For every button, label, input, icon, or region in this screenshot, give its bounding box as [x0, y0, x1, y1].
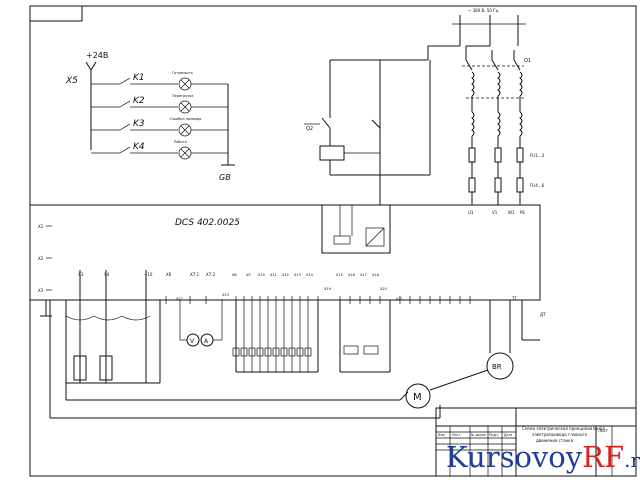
terminal-label: X10 [258, 273, 265, 277]
terminal-label: X7:1 [190, 272, 200, 277]
terminal-label: X7:2 [206, 272, 216, 277]
output-terminal: PE [520, 210, 525, 215]
terminal-label: X13 [294, 273, 301, 277]
relay-rung-3: K3 Ошибка привода [91, 117, 228, 137]
title-line: Схема электрическая принципиальная [522, 426, 605, 431]
relay-rung-4: K4 Работа [91, 140, 228, 160]
relay-rung-1: K1 Готовность [91, 71, 228, 91]
terminal-stubs [79, 296, 471, 372]
relay-coil [248, 347, 256, 357]
title-cell: Дата [504, 433, 512, 437]
relay-coil [288, 347, 296, 357]
relay-label: K1 [133, 73, 145, 83]
relay-coil [240, 347, 248, 357]
relay-coil [296, 347, 304, 357]
terminal-label: X14 [306, 273, 314, 277]
title-cell: Лист [452, 433, 460, 437]
relay-label: K4 [133, 142, 145, 152]
drive-input: X2 [38, 256, 44, 261]
lamp-label: Перегрузка [172, 94, 193, 98]
supply-label: ~ 380 В, 50 Гц [468, 8, 499, 13]
title-cell: Подп. [489, 433, 499, 437]
relay-rung-2: K2 Перегрузка [91, 94, 228, 114]
terminal-label: X23 [222, 293, 229, 297]
watermark-logo: KursovoyRF.ru [446, 440, 640, 474]
breaker-label: Q1 [524, 58, 531, 64]
drive-unit: DCS 402.0025 X1 X2 X3 X3 X4 +10 X6 X7:1 … [29, 204, 546, 317]
terminal-label: X16 [348, 273, 355, 277]
terminal-label: X3 [78, 272, 84, 277]
drive-model: DCS 402.0025 [175, 218, 240, 228]
voltage-label: +24В [86, 51, 108, 60]
connector-label: X5 [65, 76, 78, 86]
power-supply: ~ 380 В, 50 Гц Q1 [304, 8, 545, 205]
lamp-label: Ошибка привода [170, 117, 201, 121]
ground-label: GB [219, 173, 231, 182]
breaker-label: Q2 [306, 126, 313, 132]
terminal-label: X12 [282, 273, 289, 277]
lamp-circuit: X5 +24В K1 Готовность K2 Перегрузка [65, 51, 235, 182]
title-line: электропривода главного [532, 432, 588, 437]
terminal-label: X18 [372, 273, 379, 277]
output-terminal: U1 [468, 210, 474, 215]
terminal-label: X17 [360, 273, 367, 277]
terminal-label: X20 [380, 287, 387, 291]
terminal-label: X19 [324, 287, 331, 291]
watermark-part: Kursovoy [446, 440, 583, 474]
relay-coil [272, 347, 280, 357]
terminal-label: X6 [166, 272, 172, 277]
watermark-part: .ru [624, 448, 640, 472]
terminal-label: X21 [396, 297, 403, 301]
tacho-label: BR [492, 363, 502, 371]
terminal-label: X4 [104, 272, 110, 277]
relay-coil [280, 347, 288, 357]
lamp-label: Работа [174, 140, 187, 144]
feedback-label: ДТ [540, 312, 546, 317]
output-terminal: W1 [508, 210, 515, 215]
output-terminal: V1 [492, 210, 498, 215]
terminal-label: X15 [336, 273, 343, 277]
drive-input: X1 [38, 224, 44, 229]
sheet-label: Лист [598, 428, 609, 433]
terminal-label: X11 [270, 273, 277, 277]
lamp-label: Готовность [172, 71, 193, 75]
title-block: Схема электрическая принципиальная элект… [435, 407, 637, 477]
svg-text:A: A [204, 338, 209, 345]
relay-coil [264, 347, 272, 357]
svg-text:V: V [190, 338, 195, 345]
relay-coil [256, 347, 264, 357]
title-line: движения станка [536, 438, 574, 443]
fuse-label: FU4...6 [530, 183, 545, 188]
drawing-frame [29, 5, 637, 477]
terminal-label: X22 [176, 297, 183, 301]
title-cell: № докум. [471, 433, 487, 437]
watermark-part: RF [582, 440, 625, 474]
relay-label: K2 [133, 96, 145, 106]
title-cell: Изм. [438, 433, 446, 437]
motor-label: M [413, 392, 422, 403]
lower-wiring: V A M BR [40, 270, 540, 419]
terminal-label: +10 [144, 272, 153, 277]
terminal-label: X9 [246, 273, 251, 277]
relay-label: K3 [133, 119, 145, 129]
drive-input: X3 [38, 288, 44, 293]
terminal-label: X8 [232, 273, 237, 277]
relay-coil [304, 347, 312, 357]
fuse-label: FU1...3 [530, 153, 545, 158]
feedback-label: ТГ [511, 296, 517, 301]
